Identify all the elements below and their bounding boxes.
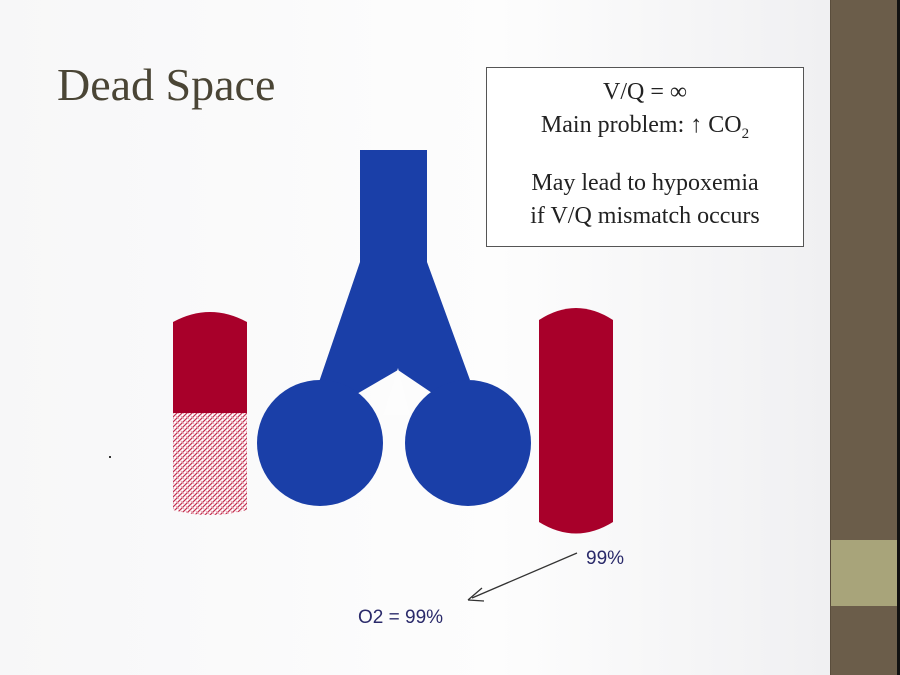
decorative-sidebar — [830, 0, 898, 675]
vq-ratio: V/Q = ∞ — [603, 79, 687, 105]
stray-dot — [109, 456, 111, 458]
sidebar-accent-band — [831, 540, 898, 606]
dead-space-diagram — [173, 150, 613, 602]
airway — [257, 150, 531, 506]
vessel-saturation-label: 99% — [586, 548, 625, 569]
slide-title: Dead Space — [57, 59, 276, 110]
oxygenated-segment — [173, 312, 247, 413]
o2-label: O2 = 99% — [358, 607, 444, 628]
right-alveolus — [405, 380, 531, 506]
info-box: V/Q = ∞ Main problem: ↑ CO2 May lead to … — [486, 67, 804, 247]
left-alveolus — [257, 380, 383, 506]
window-edge — [897, 0, 900, 675]
slide: Dead Space V/Q = ∞ Main problem: ↑ CO2 M… — [0, 0, 830, 675]
no-flow-segment — [173, 413, 247, 515]
arrow — [467, 552, 578, 602]
trachea — [360, 150, 427, 270]
left-blood-vessel — [173, 312, 247, 515]
hypoxemia-line2: if V/Q mismatch occurs — [530, 202, 760, 229]
main-problem: Main problem: ↑ CO2 — [487, 109, 803, 151]
right-blood-vessel — [539, 308, 613, 534]
subscript: 2 — [741, 125, 750, 142]
hypoxemia-line1: May lead to hypoxemia — [531, 169, 759, 196]
main-problem-text: Main problem: ↑ CO — [540, 112, 742, 138]
bronchi — [318, 262, 470, 395]
